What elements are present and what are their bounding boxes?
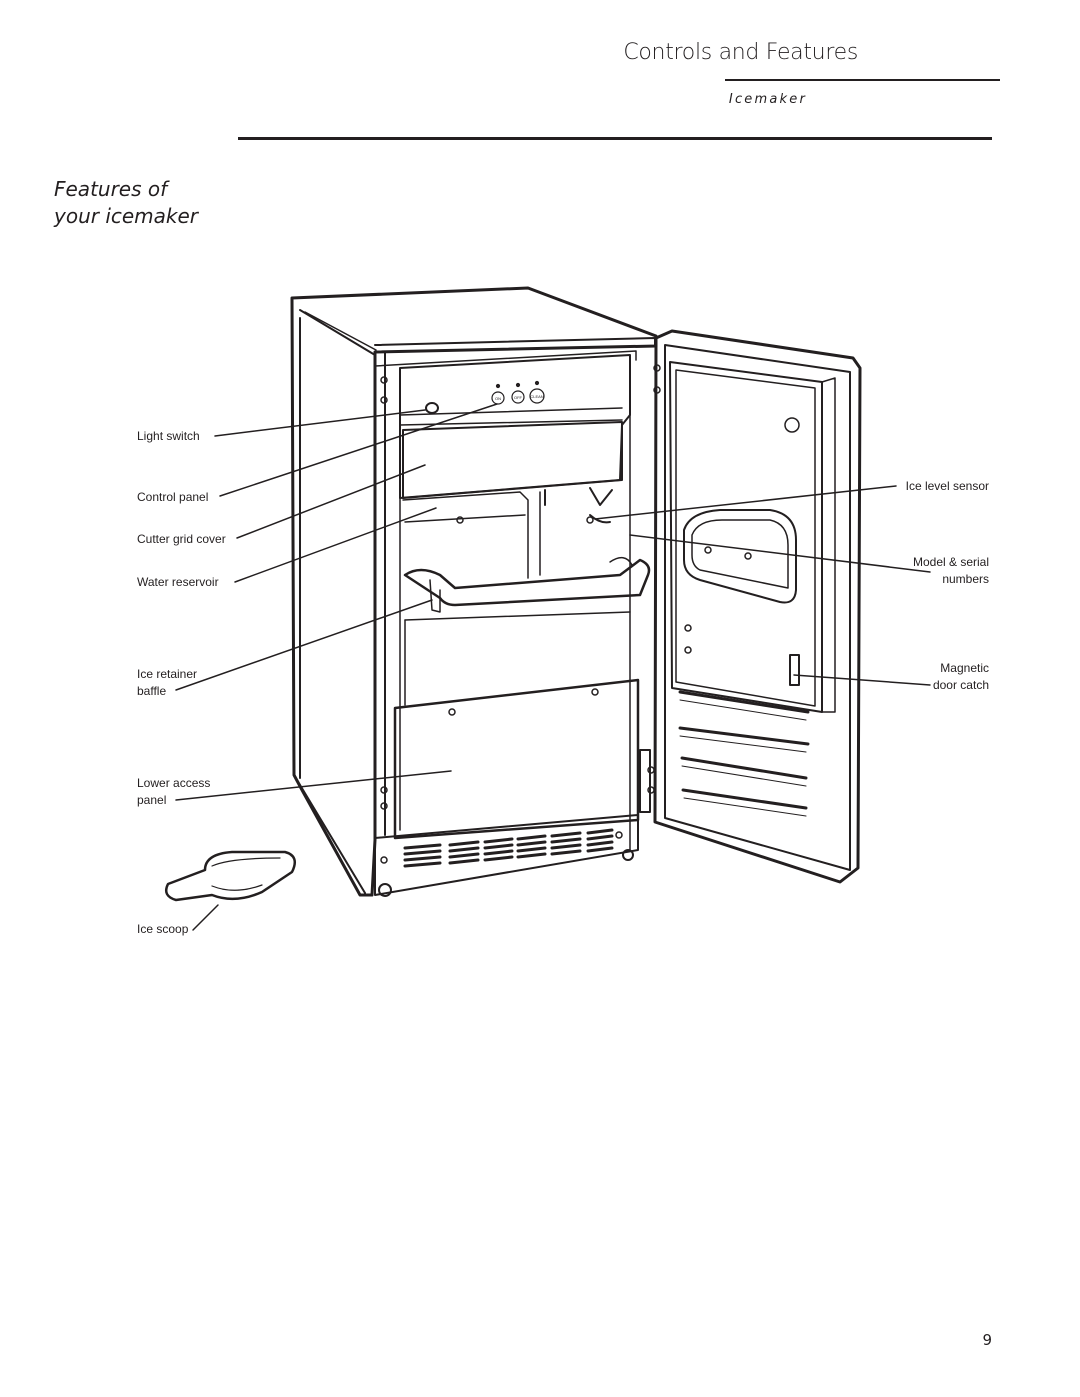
door <box>639 329 862 884</box>
label-light-switch: Light switch <box>137 429 200 443</box>
leader-lower-access-panel <box>175 770 452 801</box>
label-cutter-grid-cover: Cutter grid cover <box>137 532 226 546</box>
label-model-serial-line2: numbers <box>942 572 989 586</box>
leader-water-reservoir <box>234 507 437 583</box>
cabinet-body <box>290 286 658 897</box>
label-model-serial-line1: Model & serial <box>913 555 989 569</box>
label-ice-scoop: Ice scoop <box>137 922 189 936</box>
ice-scoop <box>165 850 297 902</box>
label-ice-retainer-line2: baffle <box>137 684 166 698</box>
leader-ice-level-sensor <box>594 485 897 520</box>
page-number: 9 <box>982 1331 992 1349</box>
label-lower-access-line2: panel <box>137 793 166 807</box>
label-control-panel: Control panel <box>137 490 208 504</box>
leader-light-switch <box>214 409 426 437</box>
button-clean-label: CLEAN <box>530 394 543 399</box>
leader-lines <box>175 403 931 931</box>
section-title-line1: Features of <box>54 177 168 201</box>
label-ice-level-sensor: Ice level sensor <box>906 479 989 493</box>
label-ice-retainer-line1: Ice retainer <box>137 667 197 681</box>
header-rule <box>725 79 1000 81</box>
leader-ice-retainer-baffle <box>175 599 433 691</box>
leader-control-panel <box>219 403 498 497</box>
page-header-title: Controls and Features <box>623 40 858 65</box>
control-panel-buttons <box>491 380 545 405</box>
section-title: Features of your icemaker <box>54 176 314 230</box>
section-title-line2: your icemaker <box>54 204 199 228</box>
label-magnetic-catch-line2: door catch <box>933 678 989 692</box>
leader-magnetic-catch <box>793 674 931 686</box>
section-rule <box>238 137 992 140</box>
label-water-reservoir: Water reservoir <box>137 575 219 589</box>
page-header-subtitle: Icemaker <box>728 92 807 107</box>
button-on-label: ON <box>495 396 501 401</box>
leader-model-serial <box>629 534 931 573</box>
leader-cutter-grid-cover <box>236 464 426 539</box>
label-lower-access-line1: Lower access <box>137 776 210 790</box>
label-magnetic-catch-line1: Magnetic <box>940 661 989 675</box>
leader-ice-scoop <box>192 904 219 931</box>
button-off-label: OFF <box>514 395 523 400</box>
